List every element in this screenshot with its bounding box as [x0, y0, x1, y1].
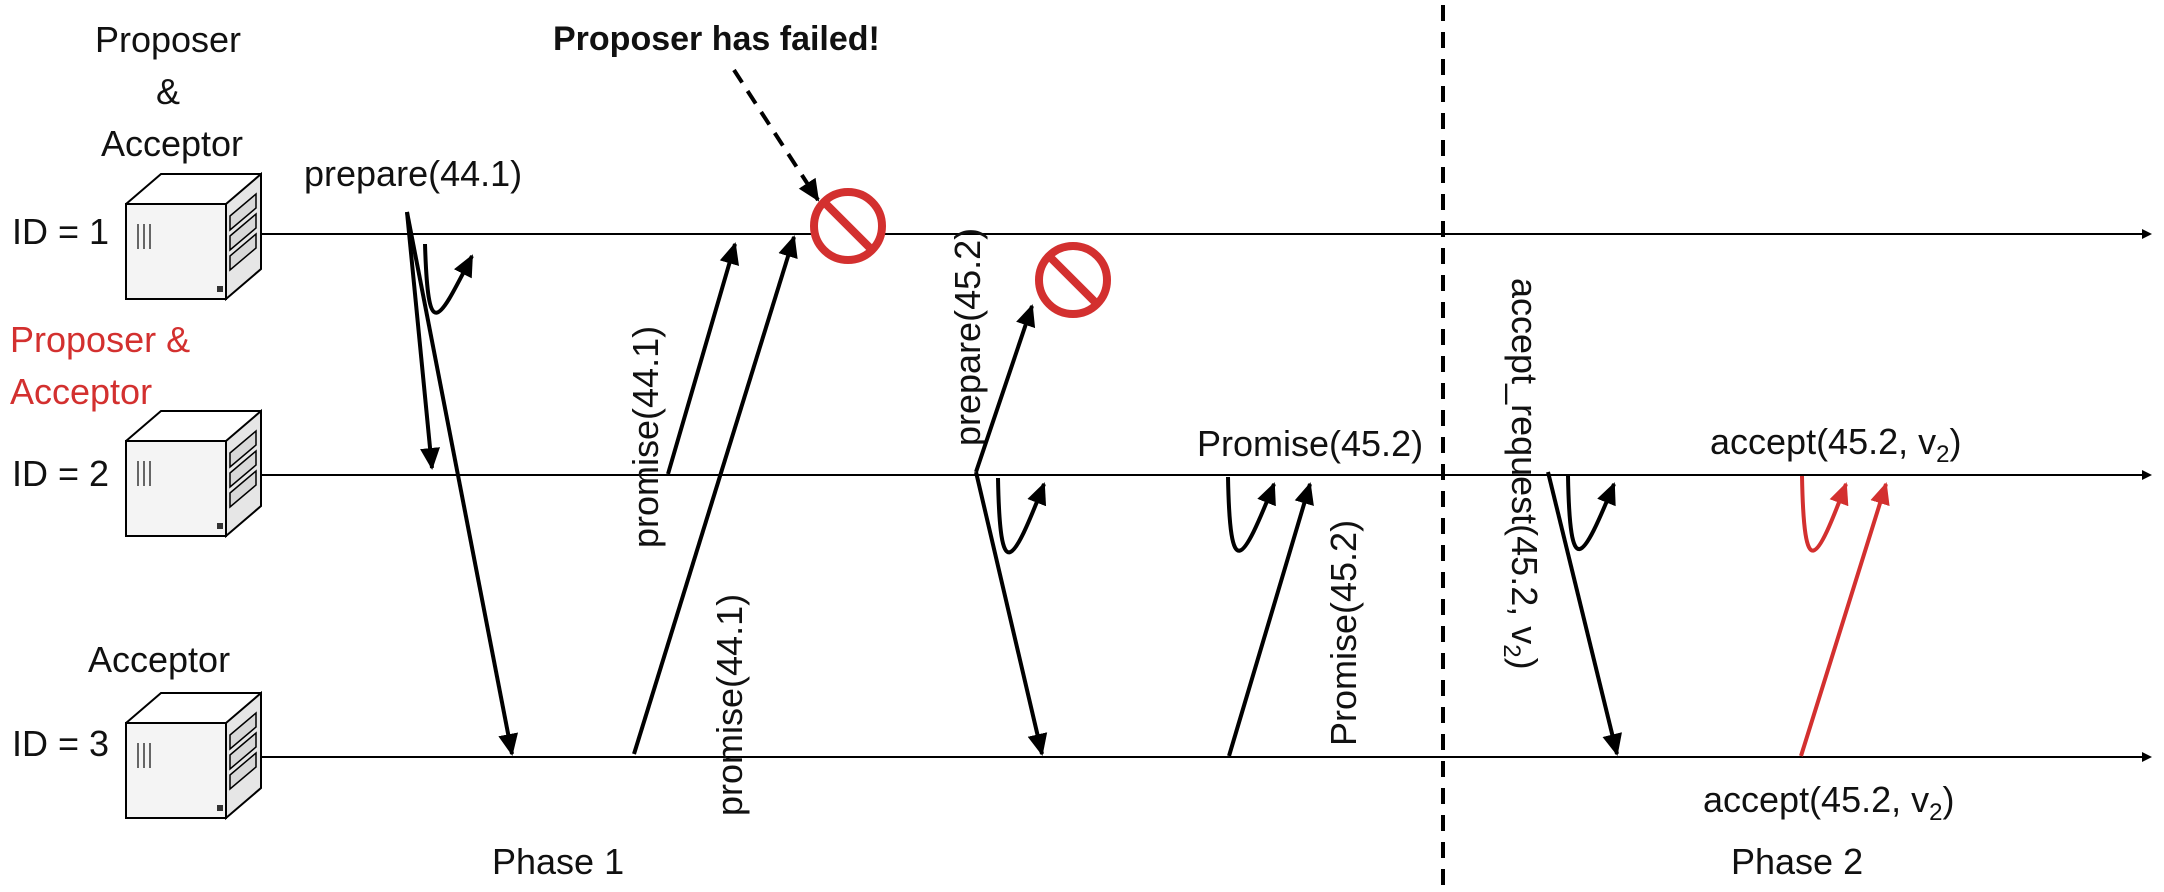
- accept-request-self: [1566, 475, 1616, 551]
- promise-44-1-label-node-3: promise(44.1): [709, 594, 750, 816]
- prepare-44-1-to-node-3: [405, 211, 519, 756]
- no-entry-icon: [814, 192, 882, 260]
- prepare-44-1-self: [423, 243, 474, 315]
- accept-request-to-node-3: [1546, 471, 1622, 756]
- node-1-role-line-1: Proposer: [95, 19, 241, 60]
- node-2-role-line-2: Acceptor: [10, 371, 152, 412]
- node-3-role-line-1: Acceptor: [88, 639, 230, 680]
- accept-request-text: accept_request(45.2, v: [1504, 278, 1545, 644]
- promise-45-2-label-self: Promise(45.2): [1197, 423, 1423, 464]
- prepare-45-2-to-node-3: [974, 471, 1048, 756]
- promise-44-1-from-node-3: [632, 235, 798, 755]
- failure-note: Proposer has failed!: [553, 20, 880, 58]
- server-icon: [125, 692, 262, 819]
- accept-close-node-2: ): [1949, 421, 1961, 462]
- promise-44-1-from-node-2: [666, 242, 740, 475]
- accept-subscript-node-2: 2: [1936, 441, 1949, 468]
- node-3-id-label: ID = 3: [12, 723, 109, 764]
- accept-from-node-3: [1799, 482, 1890, 757]
- prepare-45-2-self: [996, 477, 1047, 555]
- accept-request-close: ): [1504, 658, 1545, 670]
- server-icon: [125, 410, 262, 537]
- node-1-role-line-2: &: [156, 71, 180, 112]
- prepare-45-2-label: prepare(45.2): [947, 228, 988, 446]
- prepare-44-1-label: prepare(44.1): [304, 153, 522, 194]
- node-1-id-label: ID = 1: [12, 211, 109, 252]
- accept-request-label: accept_request(45.2, v2): [1498, 278, 1545, 670]
- accept-label-node-2: accept(45.2, v2): [1710, 421, 1961, 468]
- node-2-id-label: ID = 2: [12, 453, 109, 494]
- accept-close-node-3: ): [1942, 779, 1954, 820]
- accept-text-node-2: accept(45.2, v: [1710, 421, 1936, 462]
- accept-subscript-node-3: 2: [1929, 799, 1942, 826]
- promise-45-2-self: [1226, 476, 1276, 553]
- failure-arrow: [732, 68, 820, 202]
- accept-label-node-3: accept(45.2, v2): [1703, 779, 1954, 826]
- accept-self-node-2: [1800, 475, 1849, 553]
- no-entry-icon: [1039, 246, 1107, 314]
- phase-2-label: Phase 2: [1731, 841, 1863, 882]
- phase-1-label: Phase 1: [492, 841, 624, 882]
- promise-45-2-from-node-3: [1227, 482, 1314, 757]
- prepare-45-2-to-node-1: [974, 304, 1036, 473]
- prepare-44-1-to-node-2: [405, 211, 441, 470]
- server-icon: [125, 173, 262, 300]
- accept-text-node-3: accept(45.2, v: [1703, 779, 1929, 820]
- node-1-role-line-3: Acceptor: [101, 123, 243, 164]
- accept-request-subscript: 2: [1498, 644, 1525, 657]
- promise-44-1-label-node-2: promise(44.1): [625, 326, 666, 548]
- promise-45-2-label-node-3: Promise(45.2): [1323, 520, 1364, 746]
- node-2-role-line-1: Proposer &: [10, 319, 190, 360]
